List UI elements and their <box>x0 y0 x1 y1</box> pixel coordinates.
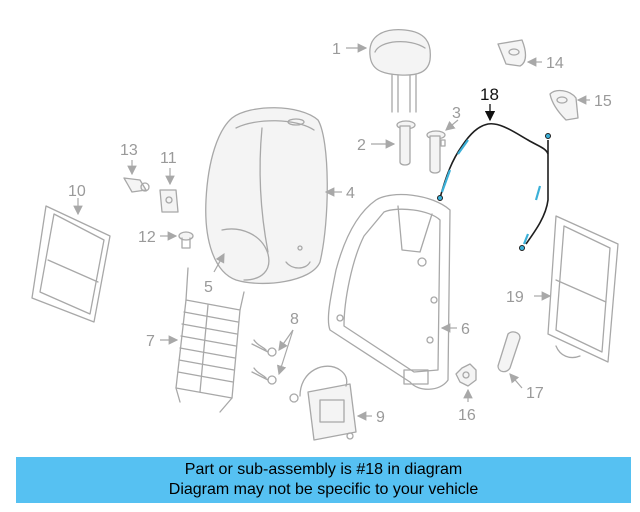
callout-16: 16 <box>458 407 476 424</box>
part-4-5-seatback <box>205 107 328 285</box>
leader-3 <box>445 119 459 131</box>
leader-8b <box>276 329 294 376</box>
callout-11: 11 <box>160 150 177 167</box>
part-3-guide <box>426 130 446 174</box>
callout-17: 17 <box>526 385 544 402</box>
part-16-knob <box>455 363 477 387</box>
banner-line-2: Diagram may not be specific to your vehi… <box>168 481 479 498</box>
part-7-lumbar <box>175 267 245 413</box>
callout-14: 14 <box>546 55 564 72</box>
part-11-clip <box>159 189 179 213</box>
part-18-cable <box>437 122 551 251</box>
part-10-panel <box>31 205 111 323</box>
callout-15: 15 <box>594 93 612 110</box>
info-banner: Part or sub-assembly is #18 in diagram D… <box>16 457 631 503</box>
callout-4: 4 <box>346 185 355 202</box>
callout-13: 13 <box>120 142 138 159</box>
callout-3: 3 <box>452 105 461 122</box>
callout-7: 7 <box>146 333 155 350</box>
part-8-clips <box>251 339 277 385</box>
part-6-frame <box>327 193 451 390</box>
part-9-module <box>289 365 357 441</box>
part-2-guide <box>396 120 416 166</box>
callout-10: 10 <box>68 183 86 200</box>
part-19-panel <box>547 215 619 363</box>
parts-diagram: 1 2 3 4 5 6 <box>31 29 619 441</box>
part-15-trim <box>549 89 579 121</box>
leader-17 <box>509 373 523 389</box>
callout-5: 5 <box>204 279 213 296</box>
callout-6: 6 <box>461 321 470 338</box>
callout-18: 18 <box>480 85 499 104</box>
callout-12: 12 <box>138 229 156 246</box>
callout-1: 1 <box>332 41 341 58</box>
part-1-headrest <box>369 29 431 113</box>
leader-8a <box>278 329 294 351</box>
banner-line-1: Part or sub-assembly is #18 in diagram <box>184 461 463 478</box>
part-13-fastener <box>123 177 150 193</box>
callout-8: 8 <box>290 311 299 328</box>
part-14-trim <box>497 39 527 67</box>
part-17-handle <box>497 331 521 373</box>
leader-5 <box>213 252 225 273</box>
callout-2: 2 <box>357 137 366 154</box>
part-12-pin <box>178 231 194 249</box>
callout-19: 19 <box>506 289 524 306</box>
callout-9: 9 <box>376 409 385 426</box>
